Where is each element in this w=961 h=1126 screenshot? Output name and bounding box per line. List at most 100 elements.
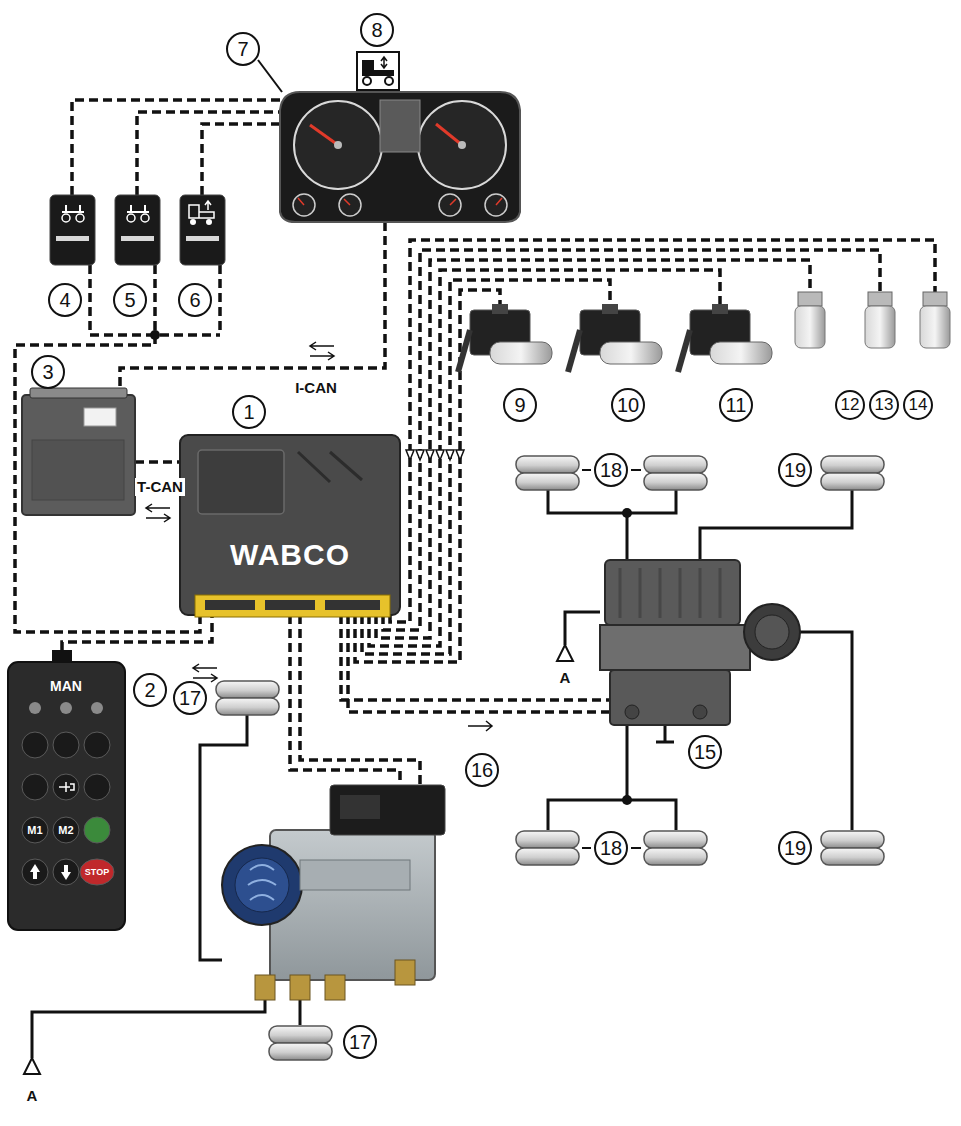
supply-arrow-part [557, 645, 573, 661]
level-control-valve-part [395, 960, 415, 985]
instrument-cluster-part [310, 125, 338, 145]
level-control-valve-part [330, 785, 445, 835]
callout-number: 13 [869, 390, 899, 420]
height-sensors-part [458, 330, 470, 372]
pressure-sensors-part [923, 292, 947, 306]
height-sensors-part [490, 342, 552, 364]
callout-number: 2 [133, 673, 167, 707]
central-control-unit-part [84, 408, 116, 426]
callout-number: 18 [594, 831, 628, 865]
callout-number: 19 [778, 453, 812, 487]
truck-icon-part [362, 60, 374, 76]
button-label: STOP [85, 867, 109, 877]
callout-number: 8 [360, 13, 394, 47]
instrument-cluster-part [280, 92, 520, 222]
height-sensors-part [600, 342, 662, 364]
callout-number: 10 [611, 388, 645, 422]
supply-arrow-part [24, 1058, 40, 1074]
remote-control-part [22, 774, 48, 800]
solenoid-valve-block-part [693, 705, 707, 719]
rocker-switches-part [205, 201, 211, 210]
remote-control-part [59, 782, 74, 792]
ecu-housing-part [325, 600, 380, 610]
air-bellows-part [821, 456, 884, 490]
signal-label: A [25, 1087, 40, 1104]
remote-control-part [53, 817, 79, 843]
air-lines-part [299, 1000, 302, 1025]
truck-icon [357, 52, 399, 90]
rocker-switches-part [56, 236, 89, 241]
remote-control-part [84, 774, 110, 800]
air-lines-part [656, 725, 674, 742]
rocker-switches-part [121, 236, 154, 241]
callout-number: 17 [173, 681, 207, 715]
level-control-valve [222, 785, 445, 1000]
air-bellows-part [644, 456, 707, 490]
junction-dots-part [622, 795, 632, 805]
pressure-sensors-part [865, 306, 895, 348]
button-label: M2 [58, 824, 73, 837]
junction-dots [150, 330, 632, 805]
instrument-cluster-part [418, 101, 506, 189]
bundle-arrowheads-part [426, 450, 434, 460]
signal-label: A [558, 669, 573, 686]
air-bellows [216, 456, 884, 1060]
air-lines-part [700, 490, 852, 560]
truck-icon-part [374, 70, 394, 76]
level-control-valve-part [290, 975, 310, 1000]
truck-icon-part [357, 52, 399, 90]
instrument-cluster-part [436, 124, 462, 145]
rocker-switches-part [141, 214, 149, 222]
ecu-housing [180, 435, 400, 617]
callout-number: 14 [903, 390, 933, 420]
electrical-wires-part [15, 335, 200, 632]
height-sensors-part [602, 304, 618, 314]
callout-number: 3 [31, 355, 65, 389]
remote-control-part [91, 702, 103, 714]
callout-number: 6 [178, 283, 212, 317]
remote-control-part [61, 865, 71, 880]
callout-number: 18 [594, 453, 628, 487]
ecu-housing-part [298, 452, 362, 482]
air-bellows-part [644, 831, 707, 865]
air-lines-part [548, 725, 676, 830]
solenoid-valve-block-part [755, 615, 789, 649]
air-lines-part [32, 1000, 265, 1058]
instrument-cluster-part [380, 100, 420, 152]
signal-arrows-part [310, 352, 334, 360]
remote-control-part [8, 662, 125, 930]
level-control-valve-part [248, 865, 276, 900]
remote-control-part [53, 732, 79, 758]
air-bellows-part [821, 831, 884, 865]
ecu-housing-part [198, 450, 284, 514]
remote-control-part [84, 817, 110, 843]
callout-number: 16 [465, 753, 499, 787]
callout-number: 12 [835, 390, 865, 420]
height-sensors-part [712, 304, 728, 314]
callout-number: 9 [503, 388, 537, 422]
electrical-wires-part [202, 124, 282, 195]
solenoid-valve-block-part [605, 560, 740, 625]
level-control-valve-part [222, 845, 302, 925]
leader-lines-part [258, 60, 282, 92]
air-lines-part [200, 715, 247, 960]
ecu-housing-part [265, 600, 315, 610]
air-lines-part [548, 490, 676, 560]
level-control-valve-part [340, 795, 380, 819]
remote-control-part [80, 859, 114, 885]
bundle-arrowheads-part [446, 450, 454, 460]
electrical-wires-part [341, 615, 610, 700]
height-sensors-part [710, 342, 772, 364]
rocker-switches-part [50, 195, 95, 265]
instrument-cluster [280, 92, 520, 222]
instrument-cluster-part [294, 101, 382, 189]
rocker-switches-part [76, 214, 84, 222]
callout-number: 19 [778, 831, 812, 865]
height-sensors-part [678, 330, 690, 372]
air-lines [32, 490, 852, 1058]
remote-control-part [22, 732, 48, 758]
signal-arrows-part [193, 664, 217, 672]
solenoid-valve-block-part [620, 568, 720, 618]
